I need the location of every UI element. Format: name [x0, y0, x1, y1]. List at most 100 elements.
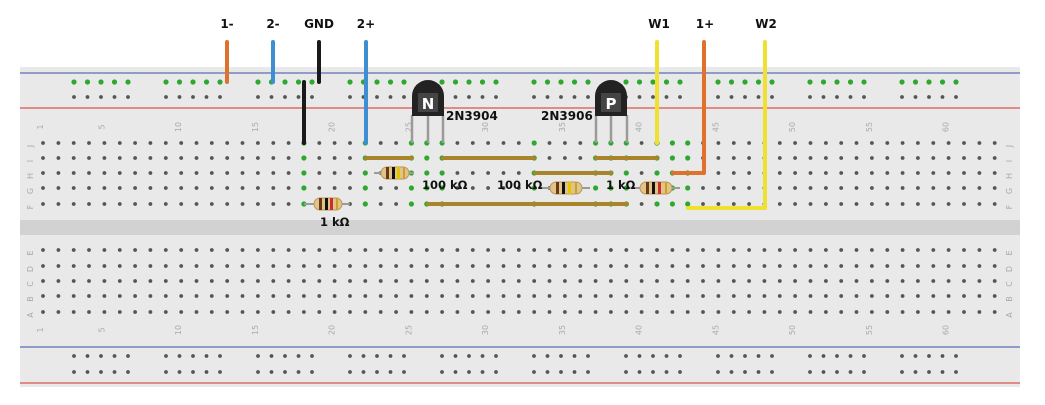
- hole: [870, 202, 874, 206]
- hole: [962, 279, 966, 283]
- hole: [940, 370, 945, 374]
- hole: [578, 279, 583, 283]
- hole: [56, 141, 61, 145]
- hole: [283, 354, 287, 358]
- row-letter: I: [26, 160, 35, 162]
- hole: [559, 370, 563, 374]
- hole: [133, 171, 138, 175]
- hole: [378, 310, 383, 314]
- hole: [900, 156, 905, 160]
- hole: [747, 279, 751, 283]
- hole: [839, 156, 844, 160]
- column-number: 30: [481, 325, 490, 335]
- column-number: 30: [481, 122, 490, 132]
- hole: [701, 202, 705, 206]
- hole: [729, 354, 734, 358]
- hole: [163, 279, 168, 283]
- hole: [486, 186, 490, 190]
- hole: [240, 310, 245, 314]
- hole: [793, 279, 797, 283]
- hole: [639, 202, 644, 206]
- hole: [731, 171, 736, 175]
- hole: [916, 141, 920, 145]
- hole: [593, 264, 598, 268]
- hole: [685, 264, 690, 268]
- hole: [194, 248, 199, 252]
- hole: [453, 370, 458, 374]
- hole: [545, 95, 550, 99]
- hole: [854, 279, 859, 283]
- hole: [701, 248, 705, 252]
- hole: [547, 141, 552, 145]
- hole: [862, 95, 866, 99]
- hole: [117, 141, 122, 145]
- hole: [56, 248, 61, 252]
- hole: [394, 202, 398, 206]
- hole: [747, 248, 751, 252]
- hole: [731, 186, 736, 190]
- hole: [848, 95, 853, 99]
- column-number: 25: [404, 122, 413, 132]
- active-hole: [912, 79, 919, 85]
- hole: [578, 294, 583, 298]
- hole: [133, 186, 138, 190]
- row-letter: B: [26, 296, 35, 302]
- hole: [839, 279, 844, 283]
- hole: [572, 354, 577, 358]
- hole: [209, 171, 214, 175]
- hole: [87, 310, 91, 314]
- hole: [777, 202, 782, 206]
- hole: [962, 202, 966, 206]
- hole: [348, 279, 352, 283]
- hole: [56, 279, 61, 283]
- hole: [701, 279, 705, 283]
- hole: [762, 294, 767, 298]
- hole: [126, 370, 130, 374]
- hole: [56, 186, 61, 190]
- hole: [72, 95, 76, 99]
- hole: [835, 370, 839, 374]
- hole: [593, 294, 598, 298]
- active-hole: [685, 155, 691, 161]
- hole: [839, 186, 844, 190]
- hole: [87, 264, 91, 268]
- hole: [494, 370, 498, 374]
- hole: [992, 171, 997, 175]
- hole: [992, 279, 997, 283]
- hole: [394, 264, 398, 268]
- hole: [824, 294, 828, 298]
- hole: [102, 202, 107, 206]
- hole: [455, 186, 460, 190]
- active-hole: [301, 201, 307, 207]
- hole: [777, 156, 782, 160]
- hole: [99, 370, 103, 374]
- hole: [117, 202, 122, 206]
- hole: [286, 171, 291, 175]
- active-hole: [558, 79, 564, 85]
- hole: [271, 310, 276, 314]
- hole: [470, 171, 475, 175]
- hole: [102, 279, 107, 283]
- active-hole: [899, 79, 905, 85]
- hole: [808, 310, 813, 314]
- npn-transistor: N: [410, 80, 445, 143]
- hole: [148, 171, 153, 175]
- hole: [777, 294, 782, 298]
- hole: [56, 310, 61, 314]
- hole: [71, 171, 76, 175]
- hole: [56, 202, 61, 206]
- hole: [977, 248, 982, 252]
- hole: [394, 294, 398, 298]
- hole: [731, 141, 736, 145]
- hole: [256, 141, 260, 145]
- hole: [148, 248, 153, 252]
- column-number: 1: [36, 327, 45, 332]
- hole: [946, 310, 951, 314]
- hole: [716, 156, 721, 160]
- hole: [409, 310, 414, 314]
- hole: [777, 310, 782, 314]
- hole: [191, 354, 195, 358]
- wire-labels: 1- 2- GND 2+ W1 1+ W2: [220, 17, 776, 31]
- hole: [821, 370, 826, 374]
